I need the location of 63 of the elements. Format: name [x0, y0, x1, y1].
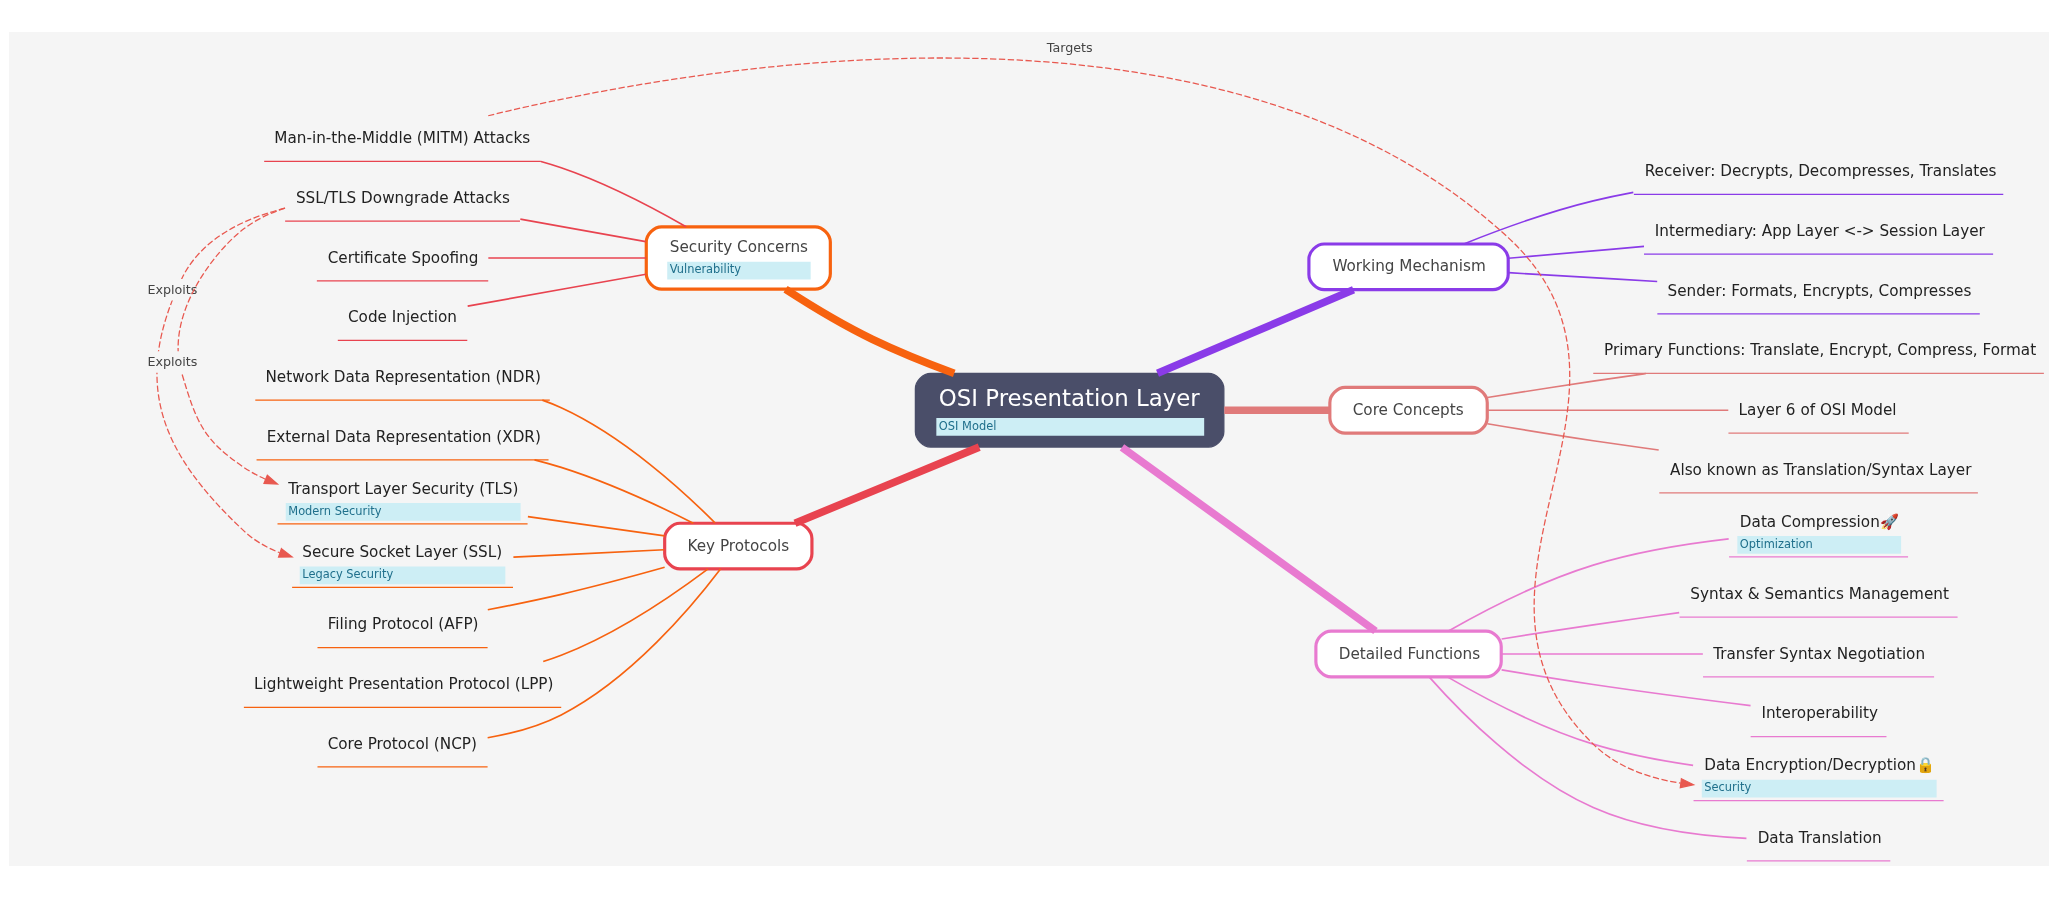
- connector: [1507, 271, 1658, 283]
- arrow: [177, 207, 286, 485]
- node-text: Network Data Representation (NDR): [265, 367, 541, 386]
- node-box: Working Mechanism: [1307, 242, 1510, 292]
- connector: [1119, 444, 1378, 635]
- connector: [466, 273, 647, 307]
- node-box: OSI Presentation Layer OSI Model: [914, 372, 1225, 448]
- edge-label: Exploits: [147, 353, 198, 369]
- node-text: Receiver: Decrypts, Decompresses, Translates: [1644, 162, 1997, 181]
- node-box: Security Concerns Vulnerability: [644, 225, 832, 291]
- node-text: Intermediary: App Layer <-> Session Layer: [1654, 221, 1985, 240]
- connector: [527, 515, 666, 537]
- connector: [1486, 409, 1730, 412]
- node-text: SSL/TLS Downgrade Attacks: [295, 188, 510, 207]
- edge-label: Targets: [1046, 39, 1093, 55]
- connector: [1463, 191, 1635, 245]
- connector: [1156, 286, 1356, 377]
- node-text: Core Protocol (NCP): [327, 734, 477, 753]
- node-text: Code Injection: [347, 308, 458, 327]
- connector: [793, 443, 981, 527]
- node-text: External Data Representation (XDR): [266, 427, 541, 446]
- node-text: Sender: Formats, Encrypts, Compresses: [1667, 281, 1972, 300]
- arrow: [487, 57, 1696, 789]
- node-box: Detailed Functions: [1314, 629, 1503, 679]
- connector: [1224, 406, 1330, 415]
- arrow: [156, 207, 294, 558]
- connector: [542, 568, 709, 663]
- node-text: Transfer Syntax Negotiation: [1713, 644, 1926, 663]
- node-label: Data Encryption/Decryption🔒: [1704, 756, 1935, 775]
- node-text: Syntax & Semantics Management: [1690, 584, 1949, 603]
- connector: [486, 566, 666, 611]
- connector: [1486, 372, 1647, 399]
- node-text: Interoperability: [1761, 704, 1879, 723]
- connector: [487, 257, 647, 259]
- connector: [1486, 422, 1660, 451]
- connector: [519, 218, 647, 243]
- node-text: Also known as Translation/Syntax Layer: [1670, 460, 1972, 479]
- connector: [1500, 669, 1752, 707]
- node-text: Lightweight Presentation Protocol (LPP): [254, 675, 554, 694]
- connector: [1507, 245, 1645, 260]
- node-label: Transport Layer Security (TLS): [288, 479, 519, 498]
- node-text: Filing Protocol (AFP): [327, 615, 479, 634]
- connector: [540, 160, 687, 228]
- connector: [512, 548, 665, 558]
- node-label: Secure Socket Layer (SSL): [302, 543, 503, 562]
- node-text: Man-in-the-Middle (MITM) Attacks: [274, 129, 531, 148]
- connector: [1447, 538, 1730, 632]
- connector: [486, 568, 722, 739]
- node-label: Data Compression🚀: [1739, 512, 1899, 531]
- connector: [533, 459, 695, 524]
- connector: [1428, 676, 1748, 840]
- connector: [541, 399, 716, 524]
- edge-label: Exploits: [147, 281, 198, 297]
- connector: [1500, 653, 1704, 655]
- connector: [1446, 676, 1694, 767]
- node-text: Data Translation: [1757, 828, 1882, 847]
- node-box: Core Concepts: [1328, 385, 1489, 435]
- node-text: Layer 6 of OSI Model: [1738, 400, 1897, 419]
- node-text: Certificate Spoofing: [327, 248, 479, 267]
- node-text: Primary Functions: Translate, Encrypt, Compress, Format: [1604, 341, 2037, 360]
- connector: [783, 286, 956, 377]
- node-box: Key Protocols: [663, 521, 814, 571]
- connector: [1500, 611, 1680, 640]
